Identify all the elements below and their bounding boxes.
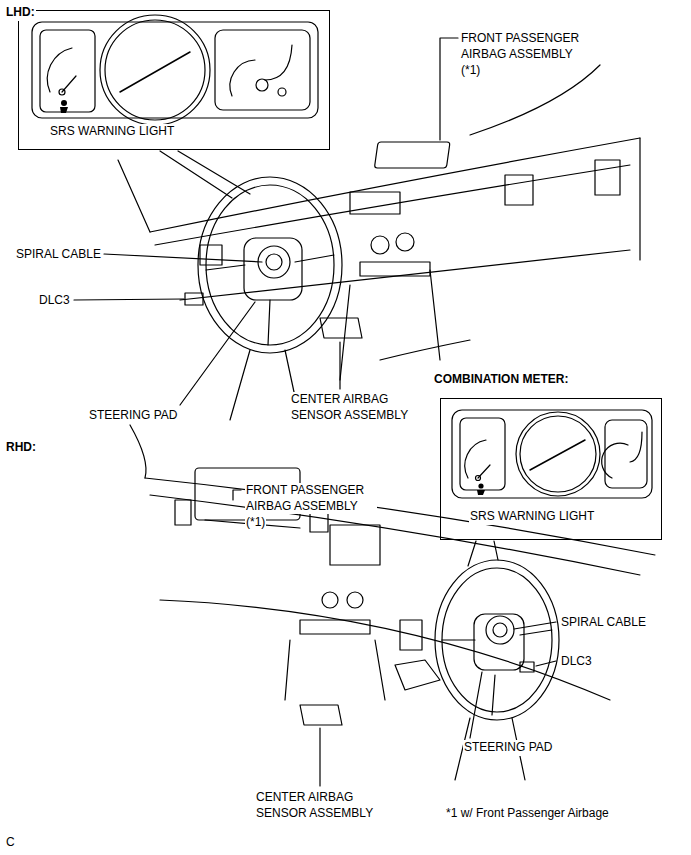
part-label: DLC3 xyxy=(560,654,593,670)
part-label: STEERING PAD xyxy=(463,740,553,756)
part-label: C xyxy=(5,835,16,851)
meter-inset: COMBINATION METER:SRS WARNING LIGHT xyxy=(440,398,662,540)
part-label: STEERING PAD xyxy=(88,408,178,424)
meter-inset: SRS WARNING LIGHT xyxy=(18,10,330,150)
part-label: (*1) xyxy=(245,515,266,531)
part-label: SPIRAL CABLE xyxy=(560,615,647,631)
combination-meter xyxy=(452,410,652,498)
part-label: FRONT PASSENGER AIRBAG ASSEMBLY xyxy=(460,31,592,62)
combination-meter xyxy=(32,15,318,125)
part-label: *1 w/ Front Passenger Airbage xyxy=(445,806,610,822)
part-label: SPIRAL CABLE xyxy=(15,247,102,263)
part-label: FRONT PASSENGER AIRBAG ASSEMBLY xyxy=(245,483,377,514)
part-label: CENTER AIRBAG SENSOR ASSEMBLY xyxy=(290,392,417,423)
part-label: SRS WARNING LIGHT xyxy=(469,509,595,525)
view-heading: RHD: xyxy=(5,440,37,456)
view-heading: LHD: xyxy=(5,5,36,21)
part-label: CENTER AIRBAG SENSOR ASSEMBLY xyxy=(255,790,382,821)
part-label: DLC3 xyxy=(38,293,71,309)
section-heading: COMBINATION METER: xyxy=(433,372,569,388)
part-label: (*1) xyxy=(460,63,481,79)
part-label: SRS WARNING LIGHT xyxy=(49,124,175,140)
